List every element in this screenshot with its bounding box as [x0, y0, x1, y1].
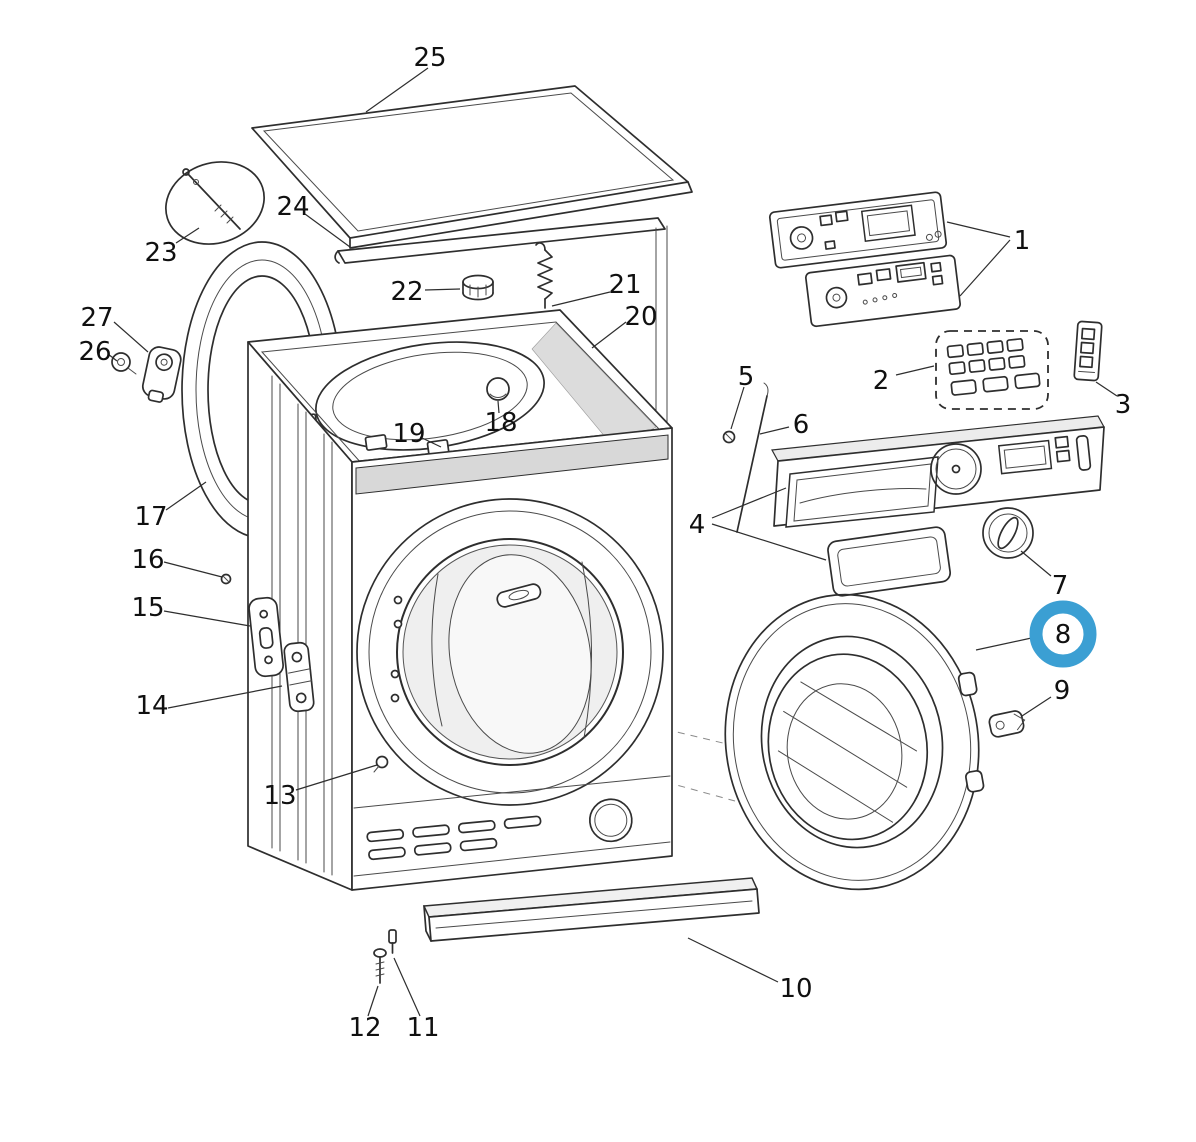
part-label-20: 20	[624, 302, 657, 332]
part-label-7: 7	[1052, 571, 1069, 601]
part-23-screw-detail	[165, 161, 265, 245]
part-label-27: 27	[80, 303, 113, 333]
part-label-12: 12	[348, 1013, 381, 1043]
leader-lines	[107, 67, 1118, 1017]
part-24-trim-strip	[334, 217, 666, 264]
part-18-check-ball	[486, 377, 510, 401]
front-vents	[366, 798, 633, 861]
part-label-10: 10	[779, 974, 812, 1004]
part-label-24: 24	[276, 192, 309, 222]
part-label-14: 14	[135, 691, 168, 721]
highlighted-part-marker[interactable]	[1029, 600, 1097, 668]
part-label-21: 21	[608, 270, 641, 300]
part-10-kick-panel	[422, 877, 760, 942]
part-1-control-boards	[768, 191, 962, 328]
part-14-door-hinge	[283, 641, 315, 713]
part-4-control-panel	[771, 415, 1105, 597]
part-label-13: 13	[263, 781, 296, 811]
part-8-door-assembly	[724, 593, 985, 891]
part-26-grommet	[111, 352, 137, 375]
part-label-15: 15	[131, 593, 164, 623]
part-label-3: 3	[1115, 390, 1132, 420]
part-label-17: 17	[134, 502, 167, 532]
part-16-screw	[220, 573, 232, 585]
part-label-8: 8	[1055, 620, 1072, 650]
part-label-19: 19	[392, 419, 425, 449]
part-label-4: 4	[689, 510, 706, 540]
part-2-button-module	[935, 330, 1049, 410]
part-6-rod	[736, 382, 769, 533]
part-9-door-lock	[988, 710, 1026, 738]
part-label-11: 11	[406, 1013, 439, 1043]
part-label-6: 6	[793, 410, 810, 440]
part-label-25: 25	[413, 43, 446, 73]
part-21-spring	[535, 242, 553, 309]
part-3-pcb	[1073, 320, 1103, 382]
part-label-9: 9	[1054, 676, 1071, 706]
part-27-hose-elbow	[141, 346, 182, 403]
part-label-23: 23	[144, 238, 177, 268]
part-label-18: 18	[484, 408, 517, 438]
part-25-top-panel	[251, 85, 693, 249]
part-22-cap	[462, 274, 494, 301]
part-5-clip	[722, 430, 736, 444]
part-15-hinge-plate	[248, 596, 284, 678]
part-12-bolt	[373, 948, 387, 984]
part-11-pin	[388, 929, 397, 954]
part-13-fastener	[373, 755, 389, 773]
part-label-1: 1	[1014, 226, 1031, 256]
part-7-knob	[982, 507, 1034, 559]
part-4-drawer-front	[827, 526, 952, 597]
part-label-5: 5	[738, 362, 755, 392]
part-label-26: 26	[78, 337, 111, 367]
part-label-22: 22	[390, 277, 423, 307]
highlight-ring	[1029, 600, 1097, 668]
part-label-16: 16	[131, 545, 164, 575]
part-labels: 1 2 3 4 5 6 7 8 9 10 11 12 13 14 15 16 1…	[78, 43, 1131, 1043]
cabinet-body	[247, 309, 673, 891]
part-label-2: 2	[873, 366, 890, 396]
